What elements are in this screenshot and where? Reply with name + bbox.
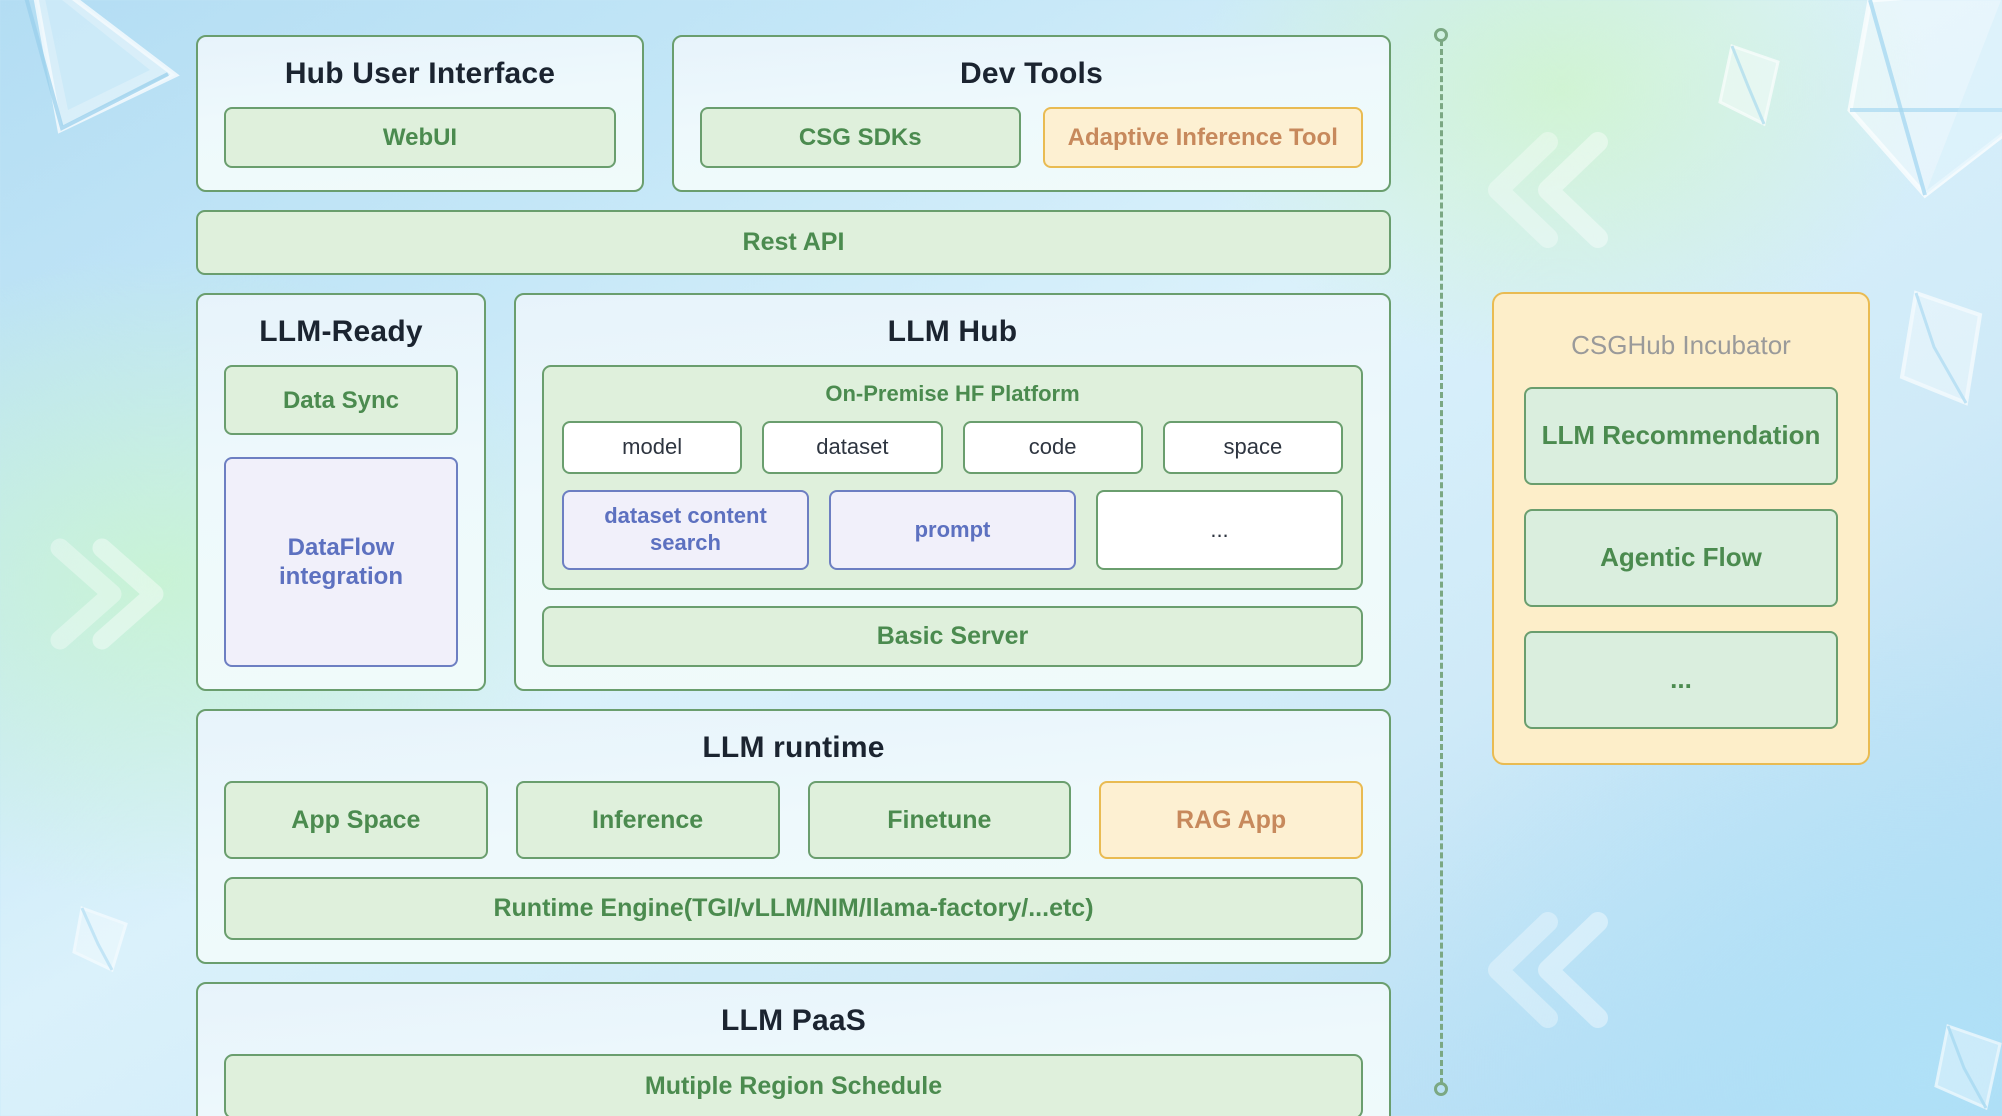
card-title-dev-tools: Dev Tools	[960, 57, 1103, 90]
chip-incubator-more-ellipsis[interactable]: ...	[1524, 631, 1838, 729]
bar-rest-api[interactable]: Rest API	[196, 210, 1391, 276]
divider-node-bottom-icon	[1434, 1082, 1448, 1096]
chip-model[interactable]: model	[562, 421, 743, 475]
chip-finetune[interactable]: Finetune	[807, 780, 1072, 859]
bar-multiple-region-schedule[interactable]: Mutiple Region Schedule	[224, 1053, 1363, 1116]
chip-prompt[interactable]: prompt	[829, 490, 1076, 570]
chip-dataset[interactable]: dataset	[762, 421, 943, 475]
chip-csg-sdks[interactable]: CSG SDKs	[700, 107, 1021, 169]
chip-code[interactable]: code	[962, 421, 1143, 475]
vertical-dashed-divider	[1434, 28, 1448, 1096]
bar-basic-server[interactable]: Basic Server	[542, 605, 1363, 667]
chip-app-space[interactable]: App Space	[224, 780, 488, 859]
card-llm-runtime: LLM runtime App Space Inference Finetune…	[196, 708, 1391, 964]
platform-stack: Hub User Interface WebUI Dev Tools CSG S…	[196, 35, 1391, 1116]
chip-more-ellipsis[interactable]: ...	[1096, 490, 1343, 570]
card-title-hub-user-interface: Hub User Interface	[284, 57, 556, 90]
card-dev-tools: Dev Tools CSG SDKs Adaptive Inference To…	[672, 35, 1391, 193]
card-llm-ready: LLM-Ready Data Sync DataFlow integration	[196, 293, 486, 691]
card-llm-hub: LLM Hub On-Premise HF Platform model dat…	[514, 293, 1391, 691]
bar-runtime-engine[interactable]: Runtime Engine(TGI/vLLM/NIM/llama-factor…	[224, 876, 1363, 940]
chip-webui[interactable]: WebUI	[224, 107, 616, 169]
chip-dataflow-integration[interactable]: DataFlow integration	[224, 457, 458, 667]
card-title-llm-paas: LLM PaaS	[721, 1003, 866, 1037]
middle-row: LLM-Ready Data Sync DataFlow integration…	[196, 293, 1391, 691]
chip-data-sync[interactable]: Data Sync	[224, 365, 458, 436]
chip-llm-recommendation[interactable]: LLM Recommendation	[1524, 387, 1838, 485]
chip-dataset-content-search[interactable]: dataset content search	[562, 490, 809, 570]
chip-space[interactable]: space	[1162, 421, 1343, 475]
card-title-llm-ready: LLM-Ready	[259, 315, 423, 349]
hf-platform-row-2: dataset content search prompt ...	[562, 490, 1343, 570]
chip-inference[interactable]: Inference	[515, 780, 780, 859]
chip-agentic-flow[interactable]: Agentic Flow	[1524, 509, 1838, 607]
card-llm-paas: LLM PaaS Mutiple Region Schedule kuberne…	[196, 981, 1391, 1116]
hf-platform-row-1: model dataset code space	[562, 421, 1343, 475]
card-title-llm-hub: LLM Hub	[887, 315, 1018, 349]
panel-csghub-incubator: CSGHub Incubator LLM Recommendation Agen…	[1492, 292, 1870, 765]
divider-dashed-line	[1440, 40, 1443, 1084]
chip-rag-app[interactable]: RAG App	[1099, 780, 1363, 859]
llm-runtime-items: App Space Inference Finetune RAG App	[224, 780, 1363, 859]
panel-title-csghub-incubator: CSGHub Incubator	[1571, 330, 1791, 360]
panel-title-on-premise-hf-platform: On-Premise HF Platform	[825, 381, 1080, 407]
chip-adaptive-inference-tool[interactable]: Adaptive Inference Tool	[1042, 107, 1363, 169]
card-title-llm-runtime: LLM runtime	[702, 730, 885, 764]
top-row: Hub User Interface WebUI Dev Tools CSG S…	[196, 35, 1391, 193]
card-hub-user-interface: Hub User Interface WebUI	[196, 35, 644, 193]
panel-on-premise-hf-platform: On-Premise HF Platform model dataset cod…	[542, 365, 1363, 590]
dev-tools-items: CSG SDKs Adaptive Inference Tool	[700, 107, 1363, 169]
